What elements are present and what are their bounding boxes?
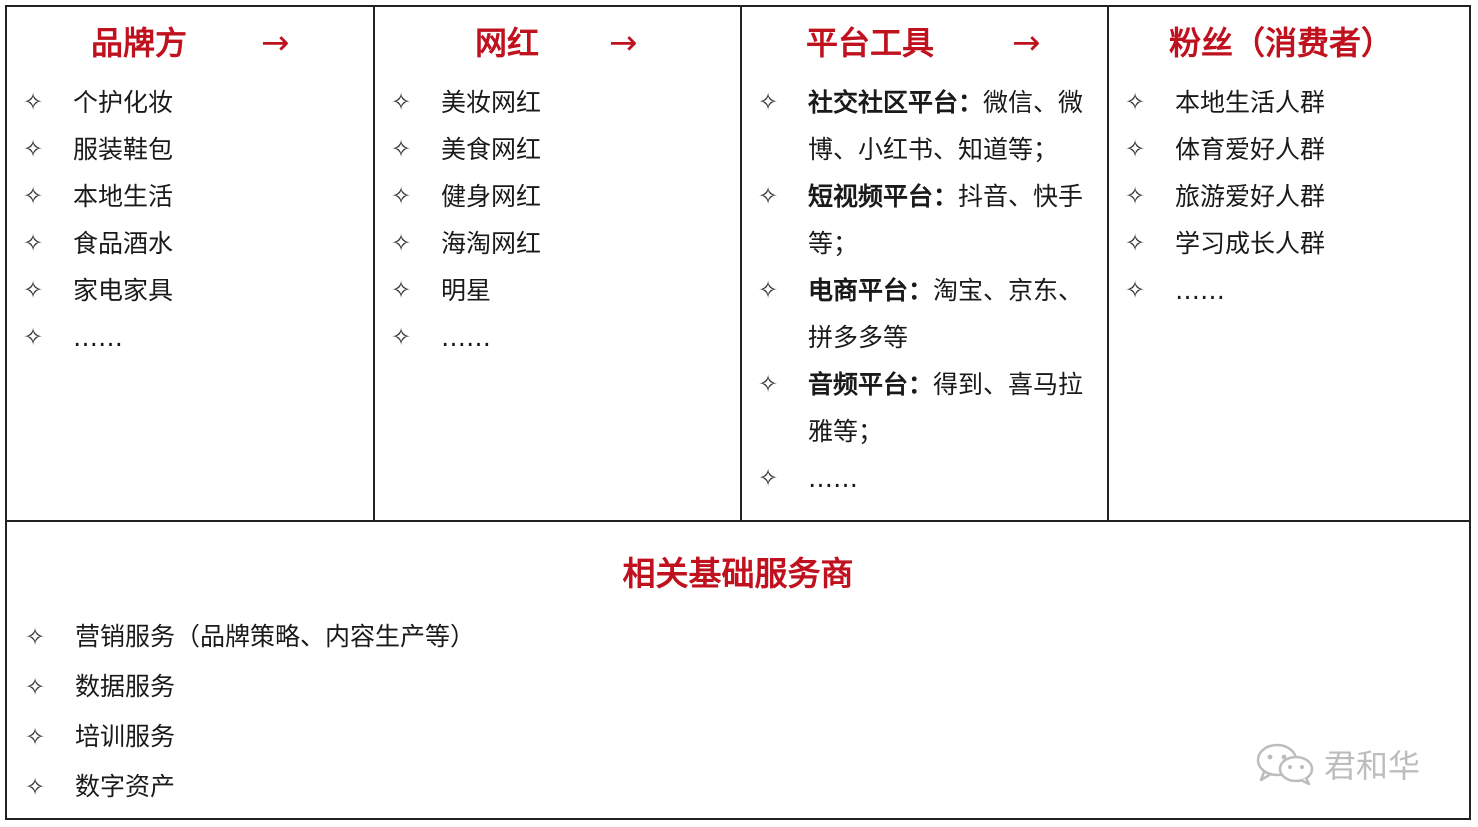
- list-item: ✧家电家具: [21, 267, 363, 314]
- list-item: ✧数据服务: [23, 662, 475, 712]
- top-row: 品牌方 → ✧个护化妆 ✧服装鞋包 ✧本地生活 ✧食品酒水 ✧家电家具 ✧…… …: [7, 7, 1469, 522]
- sparkle-bullet-icon: ✧: [757, 88, 779, 116]
- sparkle-bullet-icon: ✧: [390, 135, 412, 163]
- sparkle-bullet-icon: ✧: [390, 229, 412, 257]
- sparkle-bullet-icon: ✧: [24, 673, 46, 701]
- service-providers-section: 相关基础服务商 ✧营销服务（品牌策略、内容生产等） ✧数据服务 ✧培训服务 ✧数…: [7, 520, 1469, 818]
- service-list: ✧营销服务（品牌策略、内容生产等） ✧数据服务 ✧培训服务 ✧数字资产: [23, 612, 475, 812]
- right-arrow-icon: →: [609, 23, 638, 63]
- list-item: ✧本地生活: [21, 173, 363, 220]
- sparkle-bullet-icon: ✧: [22, 88, 44, 116]
- column-items: ✧个护化妆 ✧服装鞋包 ✧本地生活 ✧食品酒水 ✧家电家具 ✧……: [21, 79, 363, 361]
- watermark-text: 君和华: [1324, 747, 1421, 785]
- ecosystem-diagram: 品牌方 → ✧个护化妆 ✧服装鞋包 ✧本地生活 ✧食品酒水 ✧家电家具 ✧…… …: [5, 5, 1471, 820]
- column-title-text: 网红: [475, 24, 540, 62]
- column-title: 平台工具 →: [742, 21, 1107, 65]
- column-items: ✧美妆网红 ✧美食网红 ✧健身网红 ✧海淘网红 ✧明星 ✧……: [389, 79, 730, 361]
- list-item: ✧美食网红: [389, 126, 730, 173]
- list-item: ✧……: [1123, 267, 1459, 314]
- list-item: ✧……: [21, 314, 363, 361]
- column-title-text: 粉丝（消费者）: [1169, 24, 1394, 62]
- list-item: ✧个护化妆: [21, 79, 363, 126]
- list-item: ✧短视频平台：抖音、快手等；: [756, 173, 1097, 267]
- list-item: ✧旅游爱好人群: [1123, 173, 1459, 220]
- sparkle-bullet-icon: ✧: [1124, 88, 1146, 116]
- sparkle-bullet-icon: ✧: [22, 182, 44, 210]
- right-arrow-icon: →: [1012, 23, 1041, 63]
- sparkle-bullet-icon: ✧: [1124, 182, 1146, 210]
- list-item: ✧培训服务: [23, 712, 475, 762]
- sparkle-bullet-icon: ✧: [757, 370, 779, 398]
- sparkle-bullet-icon: ✧: [390, 276, 412, 304]
- column-influencer: 网红 → ✧美妆网红 ✧美食网红 ✧健身网红 ✧海淘网红 ✧明星 ✧……: [373, 7, 740, 520]
- list-item: ✧服装鞋包: [21, 126, 363, 173]
- column-title-text: 品牌方: [91, 24, 188, 62]
- list-item: ✧体育爱好人群: [1123, 126, 1459, 173]
- sparkle-bullet-icon: ✧: [22, 276, 44, 304]
- list-item: ✧……: [756, 455, 1097, 502]
- list-item: ✧食品酒水: [21, 220, 363, 267]
- column-items: ✧本地生活人群 ✧体育爱好人群 ✧旅游爱好人群 ✧学习成长人群 ✧……: [1123, 79, 1459, 314]
- column-title: 品牌方 →: [7, 21, 373, 65]
- sparkle-bullet-icon: ✧: [757, 182, 779, 210]
- list-item: ✧健身网红: [389, 173, 730, 220]
- sparkle-bullet-icon: ✧: [24, 773, 46, 801]
- list-item: ✧美妆网红: [389, 79, 730, 126]
- column-brand: 品牌方 → ✧个护化妆 ✧服装鞋包 ✧本地生活 ✧食品酒水 ✧家电家具 ✧……: [7, 7, 373, 520]
- list-item: ✧……: [389, 314, 730, 361]
- right-arrow-icon: →: [261, 23, 290, 63]
- sparkle-bullet-icon: ✧: [390, 88, 412, 116]
- sparkle-bullet-icon: ✧: [1124, 229, 1146, 257]
- sparkle-bullet-icon: ✧: [22, 135, 44, 163]
- column-title-text: 平台工具: [806, 24, 935, 62]
- list-item: ✧数字资产: [23, 762, 475, 812]
- list-item: ✧营销服务（品牌策略、内容生产等）: [23, 612, 475, 662]
- section-title: 相关基础服务商: [622, 554, 854, 593]
- watermark: 君和华: [1254, 740, 1420, 788]
- sparkle-bullet-icon: ✧: [1124, 135, 1146, 163]
- sparkle-bullet-icon: ✧: [757, 276, 779, 304]
- sparkle-bullet-icon: ✧: [1124, 276, 1146, 304]
- sparkle-bullet-icon: ✧: [24, 623, 46, 651]
- list-item: ✧社交社区平台：微信、微博、小红书、知道等；: [756, 79, 1097, 173]
- sparkle-bullet-icon: ✧: [390, 323, 412, 351]
- column-title: 网红 →: [375, 21, 740, 65]
- column-fans: 粉丝（消费者） ✧本地生活人群 ✧体育爱好人群 ✧旅游爱好人群 ✧学习成长人群 …: [1107, 7, 1469, 520]
- column-items: ✧社交社区平台：微信、微博、小红书、知道等； ✧短视频平台：抖音、快手等； ✧电…: [756, 79, 1097, 502]
- wechat-icon: [1256, 743, 1314, 786]
- sparkle-bullet-icon: ✧: [22, 229, 44, 257]
- sparkle-bullet-icon: ✧: [22, 323, 44, 351]
- list-item: ✧明星: [389, 267, 730, 314]
- list-item: ✧电商平台：淘宝、京东、拼多多等: [756, 267, 1097, 361]
- sparkle-bullet-icon: ✧: [757, 464, 779, 492]
- list-item: ✧本地生活人群: [1123, 79, 1459, 126]
- list-item: ✧学习成长人群: [1123, 220, 1459, 267]
- column-platform-tools: 平台工具 → ✧社交社区平台：微信、微博、小红书、知道等； ✧短视频平台：抖音、…: [740, 7, 1107, 520]
- column-title: 粉丝（消费者）: [1109, 21, 1469, 65]
- sparkle-bullet-icon: ✧: [390, 182, 412, 210]
- sparkle-bullet-icon: ✧: [24, 723, 46, 751]
- list-item: ✧音频平台：得到、喜马拉雅等；: [756, 361, 1097, 455]
- list-item: ✧海淘网红: [389, 220, 730, 267]
